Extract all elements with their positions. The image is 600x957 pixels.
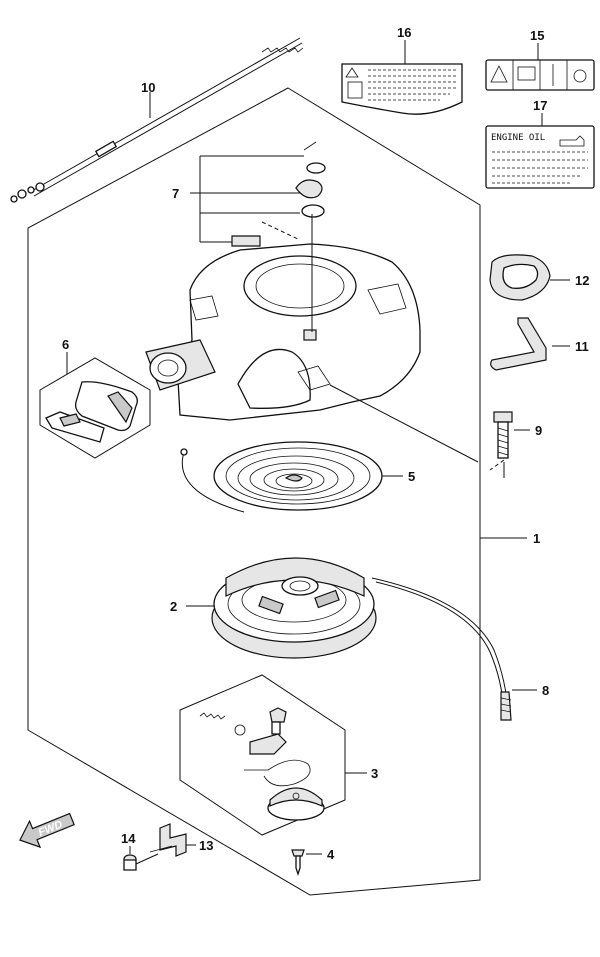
callout-10: 10 [141, 80, 155, 95]
part-2-rope-reel[interactable] [186, 557, 377, 659]
fwd-direction-badge: FWD [19, 812, 75, 849]
fwd-label: FWD [37, 819, 65, 840]
callout-16: 16 [397, 25, 411, 40]
callout-7: 7 [172, 186, 179, 201]
callout-14: 14 [121, 831, 136, 846]
part-7-pawl-parts[interactable] [190, 141, 326, 247]
part-5-recoil-spring[interactable] [180, 441, 403, 513]
callout-12: 12 [575, 273, 589, 288]
callout-11: 11 [575, 339, 589, 354]
starter-case-housing[interactable] [145, 214, 479, 463]
callout-17: 17 [533, 98, 547, 113]
part-16-caution-label[interactable] [341, 40, 463, 115]
part-11-rope-guide[interactable] [490, 317, 570, 371]
callout-8: 8 [542, 683, 549, 698]
part-12-grommet[interactable] [489, 254, 570, 301]
part-17-engine-oil-label[interactable]: ENGINE OIL [485, 113, 595, 189]
part-4-screw[interactable] [291, 849, 322, 877]
callout-2: 2 [170, 599, 177, 614]
part-13-bracket[interactable] [149, 823, 196, 857]
assembly-boundary [27, 87, 481, 896]
part-3-pawl-kit[interactable] [179, 674, 367, 836]
callout-4: 4 [327, 847, 335, 862]
part-8-starter-rope[interactable] [371, 577, 537, 721]
callout-9: 9 [535, 423, 542, 438]
part-14-screw[interactable] [123, 846, 159, 871]
part-10-throttle-cable[interactable] [10, 37, 304, 203]
callout-6: 6 [62, 337, 69, 352]
callout-5: 5 [408, 469, 415, 484]
engine-oil-label-text: ENGINE OIL [491, 133, 545, 143]
arrow-left-icon [19, 812, 75, 849]
part-6-starter-handle[interactable] [39, 352, 151, 459]
part-15-pictogram-label[interactable] [485, 43, 595, 91]
callout-15: 15 [530, 28, 544, 43]
part-9-bolt[interactable] [489, 411, 530, 478]
callout-3: 3 [371, 766, 378, 781]
callout-1: 1 [533, 531, 540, 546]
callout-13: 13 [199, 838, 213, 853]
